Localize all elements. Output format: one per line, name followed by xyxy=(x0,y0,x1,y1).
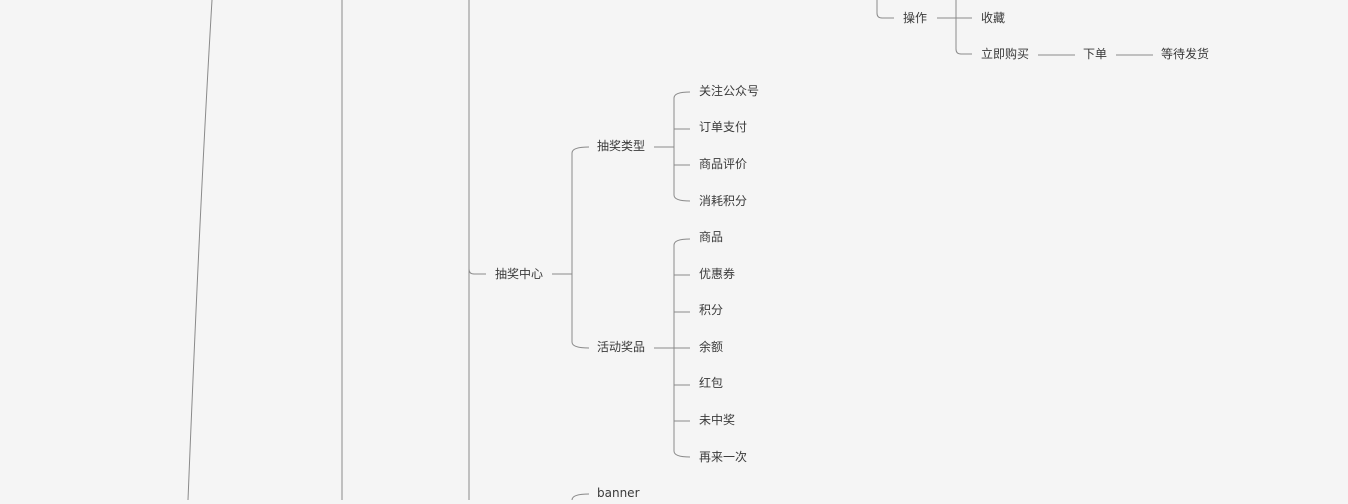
node-lottery-center[interactable]: 抽奖中心 xyxy=(495,267,544,281)
node-await-shipping[interactable]: 等待发货 xyxy=(1161,47,1210,61)
node-prize[interactable]: 再来一次 xyxy=(699,450,748,464)
node-prize[interactable]: 商品 xyxy=(699,230,724,244)
activity-prizes-bracket xyxy=(673,238,691,458)
node-lottery-type[interactable]: 关注公众号 xyxy=(699,84,760,98)
node-prize[interactable]: 余额 xyxy=(699,340,724,354)
node-place-order[interactable]: 下单 xyxy=(1083,47,1108,61)
node-operate[interactable]: 操作 xyxy=(903,11,928,25)
node-lottery-types[interactable]: 抽奖类型 xyxy=(597,139,646,153)
node-favorite[interactable]: 收藏 xyxy=(981,11,1006,25)
node-activity-prizes[interactable]: 活动奖品 xyxy=(597,340,646,354)
operate-children-bracket xyxy=(955,0,972,55)
node-lottery-type[interactable]: 商品评价 xyxy=(699,157,748,171)
node-prize[interactable]: 未中奖 xyxy=(699,413,736,427)
lottery-center-connector xyxy=(468,268,486,275)
node-prize[interactable]: 积分 xyxy=(699,303,724,317)
banner-connector xyxy=(571,493,590,501)
lottery-types-bracket xyxy=(673,91,691,202)
operate-connector xyxy=(876,0,894,19)
trunk-line-1 xyxy=(187,0,213,501)
lottery-center-bracket xyxy=(571,146,590,349)
node-banner[interactable]: banner xyxy=(597,486,640,500)
node-buy-now[interactable]: 立即购买 xyxy=(981,47,1030,61)
node-prize[interactable]: 优惠券 xyxy=(699,267,736,281)
node-lottery-type[interactable]: 订单支付 xyxy=(699,120,748,134)
node-prize[interactable]: 红包 xyxy=(699,376,724,390)
node-lottery-type[interactable]: 消耗积分 xyxy=(699,194,748,208)
